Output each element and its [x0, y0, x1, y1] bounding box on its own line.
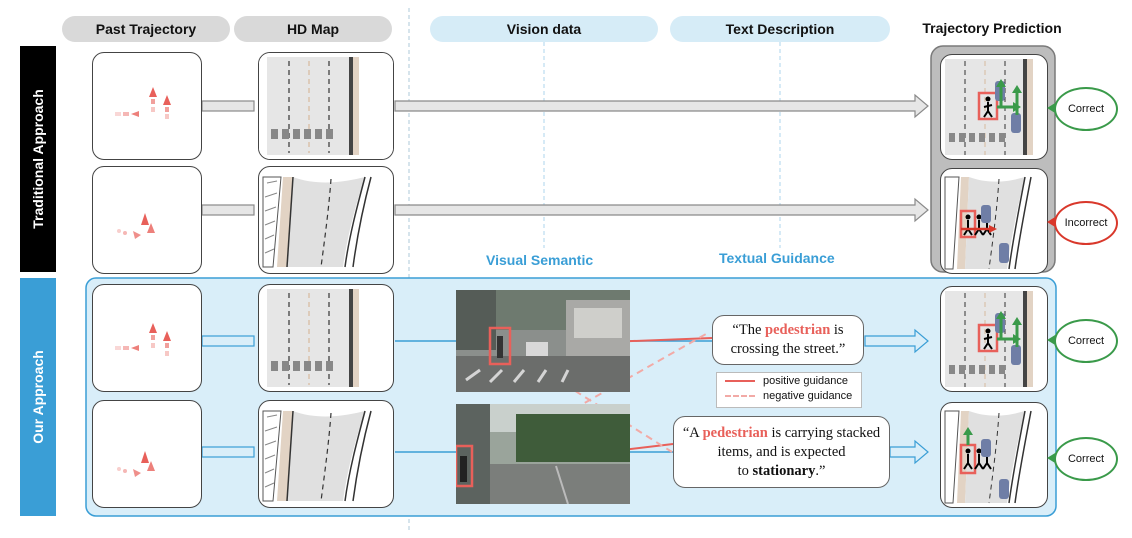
past-trajectory-4	[92, 400, 202, 508]
quote-1-line-2: crossing the street.”	[730, 341, 846, 357]
header-vision-data: Vision data	[430, 16, 658, 42]
quote-2-line-2: items, and is expected	[717, 443, 846, 460]
label-textual-guidance: Textual Guidance	[719, 250, 835, 266]
prediction-3	[940, 286, 1048, 392]
header-text-description: Text Description	[670, 16, 890, 42]
header-hd-map: HD Map	[234, 16, 392, 42]
header-past-trajectory: Past Trajectory	[62, 16, 230, 42]
hd-map-straight-2	[258, 284, 394, 392]
quote-1-line-1: “The pedestrian is	[732, 322, 844, 338]
negative-guidance-swatch	[725, 394, 755, 397]
past-trajectory-3	[92, 284, 202, 392]
text-description-1: “The pedestrian is crossing the street.”	[712, 315, 864, 365]
quote-2-line-3: to stationary.”	[737, 462, 826, 479]
header-trajectory-prediction: Trajectory Prediction	[922, 20, 1062, 36]
quote-2-line-1: “A pedestrian is carrying stacked	[682, 424, 881, 441]
verdict-correct-4: Correct	[1054, 437, 1118, 481]
label-visual-semantic: Visual Semantic	[486, 252, 594, 268]
row-label-ours: Our Approach	[20, 278, 56, 516]
legend-negative: negative guidance	[763, 389, 853, 402]
positive-guidance-swatch	[725, 379, 755, 382]
hd-map-curve-1	[258, 166, 394, 274]
verdict-correct-3: Correct	[1054, 319, 1118, 363]
verdict-incorrect-2: Incorrect	[1054, 201, 1118, 245]
hd-map-curve-2	[258, 400, 394, 508]
past-trajectory-2	[92, 166, 202, 274]
legend-positive: positive guidance	[763, 374, 849, 387]
verdict-correct-1: Correct	[1054, 87, 1118, 131]
row-label-traditional: Traditional Approach	[20, 46, 56, 272]
prediction-4	[940, 402, 1048, 508]
guidance-legend: positive guidance negative guidance	[716, 372, 862, 408]
prediction-1	[940, 54, 1048, 160]
prediction-2	[940, 168, 1048, 274]
past-trajectory-1	[92, 52, 202, 160]
hd-map-straight-1	[258, 52, 394, 160]
vision-image-street-crossing	[456, 290, 630, 392]
vision-image-pedestrian-sidewalk	[456, 404, 630, 504]
text-description-2: “A pedestrian is carrying stacked items,…	[673, 416, 890, 488]
